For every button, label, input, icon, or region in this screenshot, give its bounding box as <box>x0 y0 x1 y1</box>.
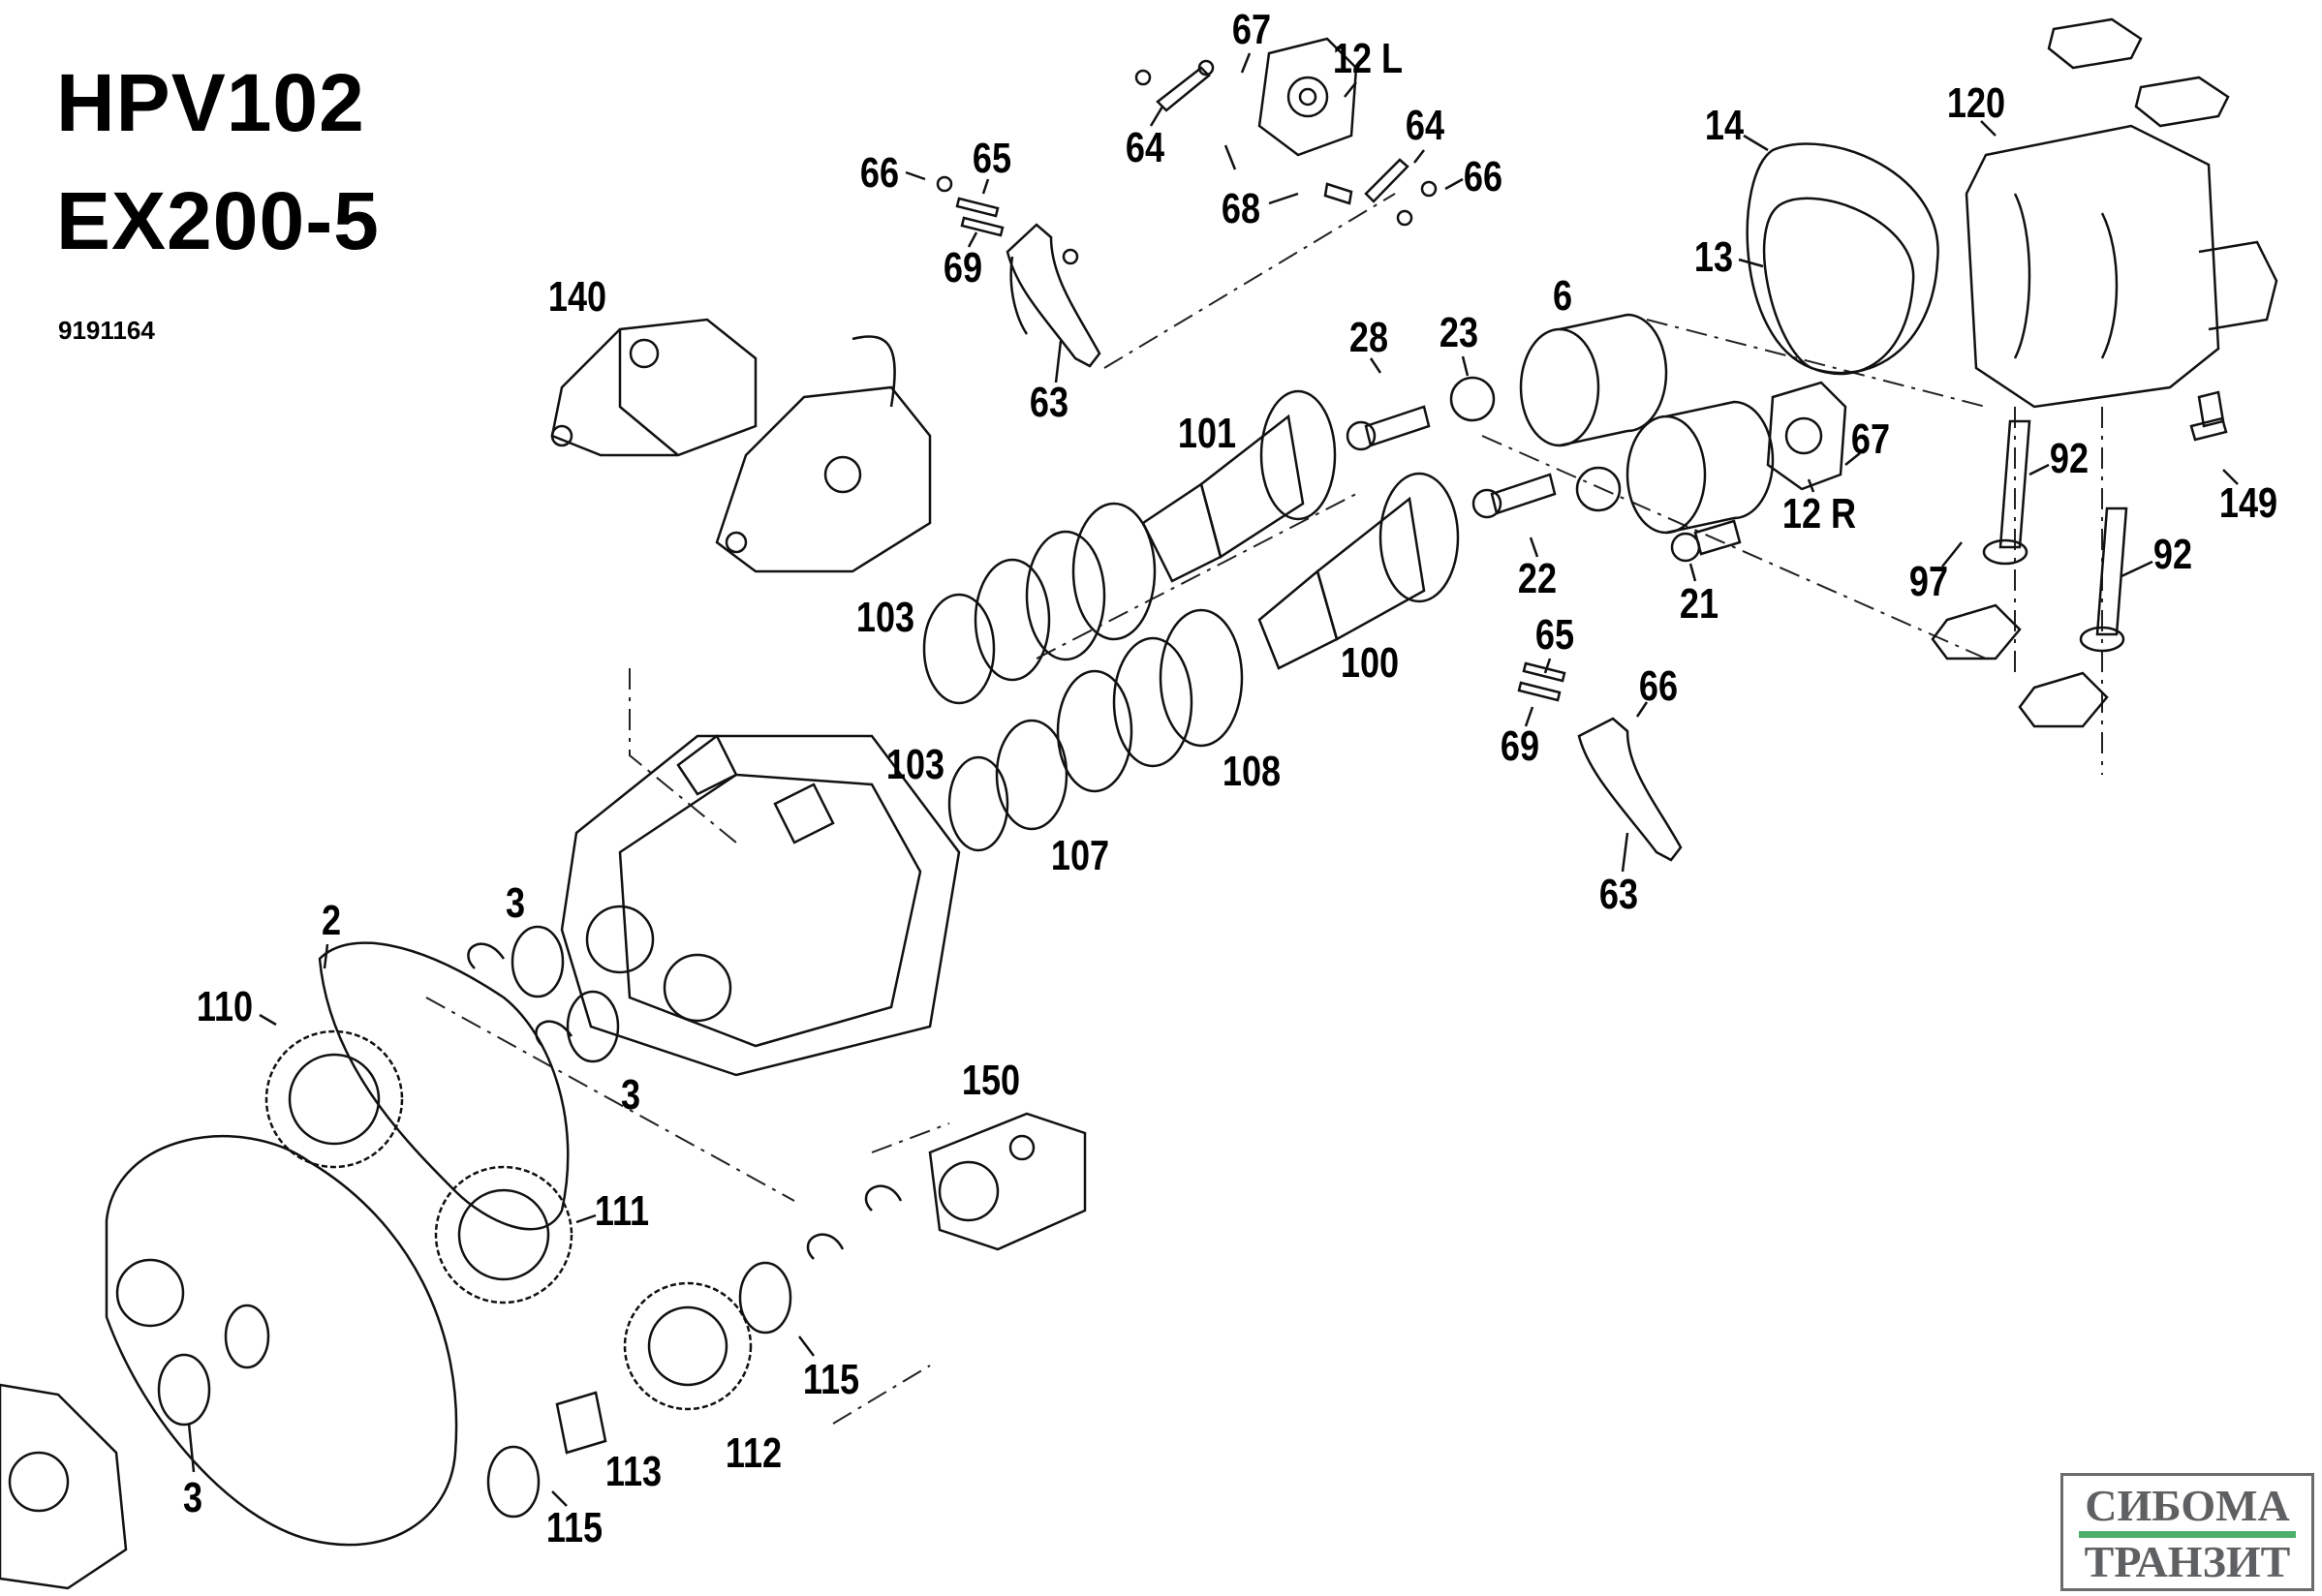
callout-112: 112 <box>725 1429 783 1477</box>
fitting-149 <box>2189 390 2228 442</box>
bearings-lower <box>947 608 1244 852</box>
callout-13: 13 <box>1693 233 1734 281</box>
callout-64-left: 64 <box>1125 124 1165 171</box>
oring-14 <box>1746 142 1939 375</box>
callout-108: 108 <box>1222 748 1282 795</box>
callout-110: 110 <box>196 983 254 1030</box>
gear-case-cover <box>105 1135 458 1547</box>
callout-63-lower: 63 <box>1598 871 1639 918</box>
link-right <box>1323 158 1438 227</box>
link-left <box>1134 59 1215 112</box>
callout-67-right: 67 <box>1850 415 1891 463</box>
callout-92-lower: 92 <box>2152 531 2193 578</box>
callout-107: 107 <box>1050 832 1110 879</box>
assembly-axis-lines <box>425 193 2103 1425</box>
lever-upper <box>936 175 1101 368</box>
callout-115-right: 115 <box>802 1356 860 1403</box>
callout-103-upper: 103 <box>855 594 915 641</box>
callout-69-lower: 69 <box>1500 722 1540 770</box>
callout-66-top-left: 66 <box>859 149 900 197</box>
callout-97: 97 <box>1908 558 1949 605</box>
callout-149: 149 <box>2218 479 2278 527</box>
coupling <box>0 1383 128 1590</box>
callout-66-top-right: 66 <box>1463 153 1503 200</box>
servo-cover-12r <box>1766 381 1847 491</box>
regulator-140 <box>550 318 932 573</box>
callout-64-right: 64 <box>1405 102 1445 149</box>
callout-3-upper: 3 <box>505 879 526 927</box>
callout-68: 68 <box>1221 185 1261 232</box>
callout-63-top: 63 <box>1029 379 1069 426</box>
callout-111: 111 <box>594 1187 650 1235</box>
callout-28: 28 <box>1348 314 1389 361</box>
drawing-number: 9191164 <box>58 316 155 345</box>
callout-65-top: 65 <box>972 135 1012 182</box>
logo-line-2: ТРАНЗИТ <box>2084 1537 2291 1586</box>
drive-shaft-101 <box>1141 389 1337 583</box>
pump-housing <box>560 734 961 1077</box>
company-logo: СИБОМА ТРАНЗИТ <box>2060 1473 2314 1591</box>
callout-65-lower: 65 <box>1534 611 1575 659</box>
gears <box>264 1029 753 1455</box>
callout-12r: 12 R <box>1781 490 1857 537</box>
callout-67-top: 67 <box>1231 6 1272 53</box>
callout-2: 2 <box>321 897 342 944</box>
leader-lines <box>187 52 2239 1507</box>
callout-22: 22 <box>1517 555 1558 602</box>
callout-12l: 12 L <box>1332 35 1404 82</box>
callout-140: 140 <box>547 273 607 321</box>
machine-title: EX200-5 <box>56 175 380 266</box>
gasket-2 <box>318 941 570 1231</box>
callout-69-top: 69 <box>943 244 983 292</box>
callout-3-lower: 3 <box>182 1474 203 1521</box>
logo-line-1: СИБОМА <box>2085 1481 2290 1530</box>
callout-6: 6 <box>1552 272 1573 320</box>
callout-23: 23 <box>1439 309 1479 356</box>
callout-120: 120 <box>1946 79 2006 127</box>
seals-3 <box>467 925 620 1063</box>
callout-101: 101 <box>1177 410 1237 457</box>
logo-divider-bar <box>2079 1531 2296 1538</box>
callout-115-left: 115 <box>545 1504 604 1551</box>
callout-92-upper: 92 <box>2049 435 2090 482</box>
bearings-upper <box>922 502 1157 705</box>
callout-66-lower: 66 <box>1638 662 1679 710</box>
callout-21: 21 <box>1679 580 1719 628</box>
callout-14: 14 <box>1704 102 1745 149</box>
gasket-13 <box>1762 197 1915 376</box>
callout-103-lower: 103 <box>885 741 945 788</box>
model-title: HPV102 <box>56 57 365 148</box>
callout-113: 113 <box>604 1448 663 1495</box>
drive-shaft-100 <box>1257 472 1460 670</box>
relief-valves-92 <box>1931 419 2128 728</box>
lever-lower <box>1517 661 1683 862</box>
cylinder-block-6 <box>1519 313 1775 535</box>
pistons-springs <box>1346 376 1742 563</box>
callout-150: 150 <box>961 1057 1021 1104</box>
callout-3-middle: 3 <box>620 1071 641 1119</box>
servo-cover-12l <box>1257 37 1358 157</box>
valve-block-120 <box>1965 17 2278 409</box>
callout-100: 100 <box>1340 639 1400 687</box>
bearings-115 <box>157 1184 903 1519</box>
pilot-pump-150 <box>928 1112 1087 1251</box>
